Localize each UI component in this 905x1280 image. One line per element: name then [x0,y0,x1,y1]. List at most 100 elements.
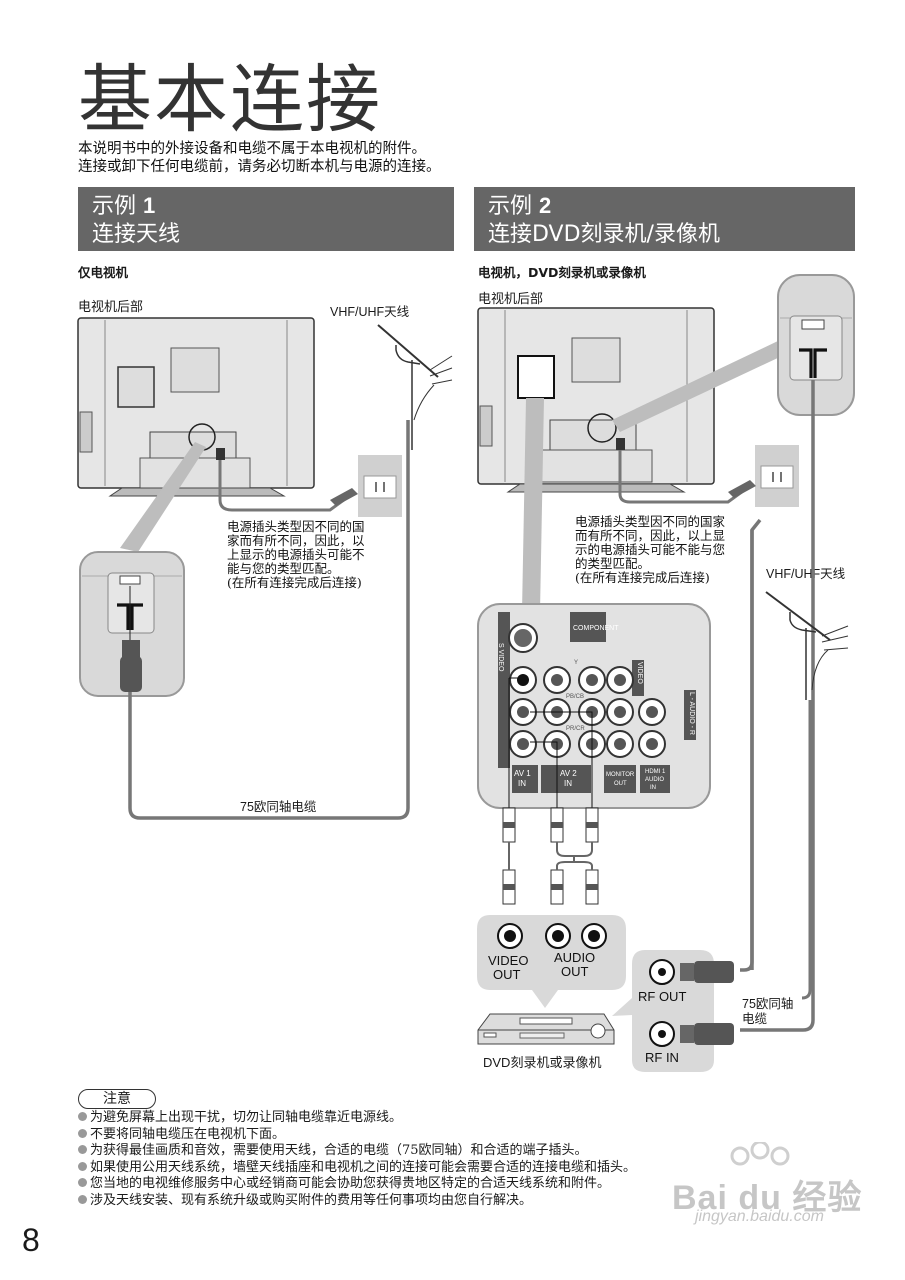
av2-label: AV 2 [560,769,577,778]
cable-label-line: 75欧同轴 [742,997,794,1011]
example1-coax-cable [128,420,410,820]
watermark-text: Bai du 经验 [672,1179,863,1217]
caution-item: 为获得最佳画质和音效，需要使用天线，合适的电缆（75欧同轴）和合适的端子插头。 [78,1143,636,1160]
dvd-recorder-icon [477,1013,615,1045]
example2-panel-callout-beam [522,398,544,612]
rf-callout: RF OUT RF IN [612,950,734,1072]
hdmi-sub-label: AUDIO [645,777,664,783]
caution-item: 如果使用公用天线系统，墙壁天线插座和电视机之间的连接可能会需要合适的连接电缆和插… [78,1160,636,1177]
example2-plug-note: 电源插头类型因不同的国家 而有所不同，因此，以上显 示的电源插头可能不能与您 的… [575,515,725,585]
rca-cables [508,677,593,808]
audio-out-sub-label: OUT [561,964,589,979]
example1-scope: 仅电视机 [78,265,129,280]
av1-sub-label: IN [518,779,526,788]
page-title: 基本连接 [78,57,382,143]
example1-tv-rear [77,317,315,497]
rca-jack-center [586,674,598,686]
example1-antenna-icon [377,324,453,450]
rf-out-label: RF OUT [638,989,686,1004]
bullet-icon [78,1128,87,1138]
watermark-url: jingyan.baidu.com [695,1208,824,1225]
example2-power-plug-icon [728,480,756,498]
cautions-title: 注意 [78,1089,156,1109]
example2-antenna-callout-beam [612,340,782,432]
caution-text: 为避免屏幕上出现干扰，切勿让同轴电缆靠近电源线。 [90,1110,403,1125]
example1-cable-label: 75欧同轴电缆 [240,800,317,814]
example1-heading-number: 1 [143,193,156,218]
example1-heading-prefix: 示例 [92,194,137,219]
monitor-sub-label: OUT [614,781,627,787]
rca-jack-center [646,738,658,750]
example2-antenna-label: VHF/UHF天线 [766,567,846,581]
note-line: 而有所不同，因此，以上显 [575,528,726,543]
example1-power-plug-icon [330,488,358,506]
bullet-icon [78,1112,87,1121]
rca-jack-center [614,738,626,750]
example2-antenna-jack-callout [777,274,855,416]
recorder-device-label: DVD刻录机或录像机 [483,1055,602,1070]
y-label: Y [574,660,578,666]
pb-label: PB/CB [566,694,584,700]
rca-jack-center [551,674,563,686]
example2-wall-outlet [755,445,799,507]
rca-plug-band [586,884,598,890]
monitor-label: MONITOR [606,772,635,778]
av1-label: AV 1 [514,769,531,778]
example2-cable-label: 75欧同轴 电缆 [742,997,793,1027]
pr-label: PR/CR [566,726,585,732]
av-panel-small-labels: Y PB/CB PR/CR [566,660,585,732]
example1-banner: 示例 1 连接天线 [78,187,454,251]
example2-subtitle: 连接DVD刻录机/录像机 [488,222,720,247]
rca-plug-band [551,884,563,890]
audio-out-label: AUDIO [554,950,595,965]
rca-plug-band [551,822,563,828]
note-line: (在所有连接完成后连接) [575,570,710,585]
example2-heading-prefix: 示例 [488,194,533,219]
caution-text: 涉及天线安装、现有系统升级或购买附件的费用等任何事项均由您自行解决。 [90,1192,533,1208]
rf-in-label: RF IN [645,1050,679,1065]
note-line: 家而有所不同，因此，以 [227,533,365,548]
intro-line: 本说明书中的外接设备和电缆不属于本电视机的附件。 [78,141,426,157]
page-number: 8 [22,1222,40,1258]
caution-item: 为避免屏幕上出现干扰，切勿让同轴电缆靠近电源线。 [78,1110,636,1127]
note-line: 示的电源插头可能不能与您 [575,542,726,557]
hdmi-sub2-label: IN [650,785,656,791]
note-line: 电源插头类型因不同的国 [227,519,365,534]
example1-antenna-callout [79,551,185,697]
rca-plug-band [503,884,515,890]
paw-icon [730,1142,790,1166]
caution-text: 为获得最佳画质和音效，需要使用天线，合适的电缆（75欧同轴）和合适的端子插头。 [90,1143,588,1158]
bullet-icon [78,1178,87,1187]
av-panel-labels: S VIDEO COMPONENT VIDEO L - AUDIO - R AV… [497,625,695,791]
recorder-outputs-callout: VIDEO OUT AUDIO OUT [477,915,626,1008]
rca-jack-center [614,674,626,686]
bullet-icon [78,1194,87,1204]
intro-line: 连接或卸下任何电缆前，请务必切断本机与电源的连接。 [78,159,441,175]
bullet-icon [78,1161,87,1171]
example2-tv-rear-label: 电视机后部 [478,292,544,307]
example1-antenna-label: VHF/UHF天线 [330,305,410,319]
note-line: 能与您的类型匹配。 [227,561,340,576]
example2-antenna-icon [765,591,849,700]
note-line: 上显示的电源插头可能不 [227,547,365,562]
video-out-sub-label: OUT [493,967,521,982]
example1-tv-rear-label: 电视机后部 [78,300,144,315]
hdmi-label: HDMI 1 [645,769,666,775]
example2-scope: 电视机，DVD刻录机或录像机 [478,265,646,280]
example2-heading-number: 2 [539,193,552,218]
caution-text: 如果使用公用天线系统，墙壁天线插座和电视机之间的连接可能会需要合适的连接电缆和插… [90,1159,637,1175]
cable-label-line: 电缆 [742,1012,768,1026]
intro-text: 本说明书中的外接设备和电缆不属于本电视机的附件。 连接或卸下任何电缆前，请务必切… [78,140,441,176]
video-right-label: VIDEO [636,662,643,684]
example1-power-cord [218,452,353,512]
bullet-icon [78,1145,87,1154]
rca-jack-center [517,674,529,686]
caution-item: 不要将同轴电缆压在电视机下面。 [78,1127,636,1144]
rca-jack-center [517,738,529,750]
caution-text: 不要将同轴电缆压在电视机下面。 [90,1126,286,1142]
rca-plug-band [503,822,515,828]
note-line: (在所有连接完成后连接) [227,575,362,590]
audio-right-label: L - AUDIO - R [688,692,695,735]
cautions-section: 注意 为避免屏幕上出现干扰，切勿让同轴电缆靠近电源线。 不要将同轴电缆压在电视机… [78,1088,636,1209]
